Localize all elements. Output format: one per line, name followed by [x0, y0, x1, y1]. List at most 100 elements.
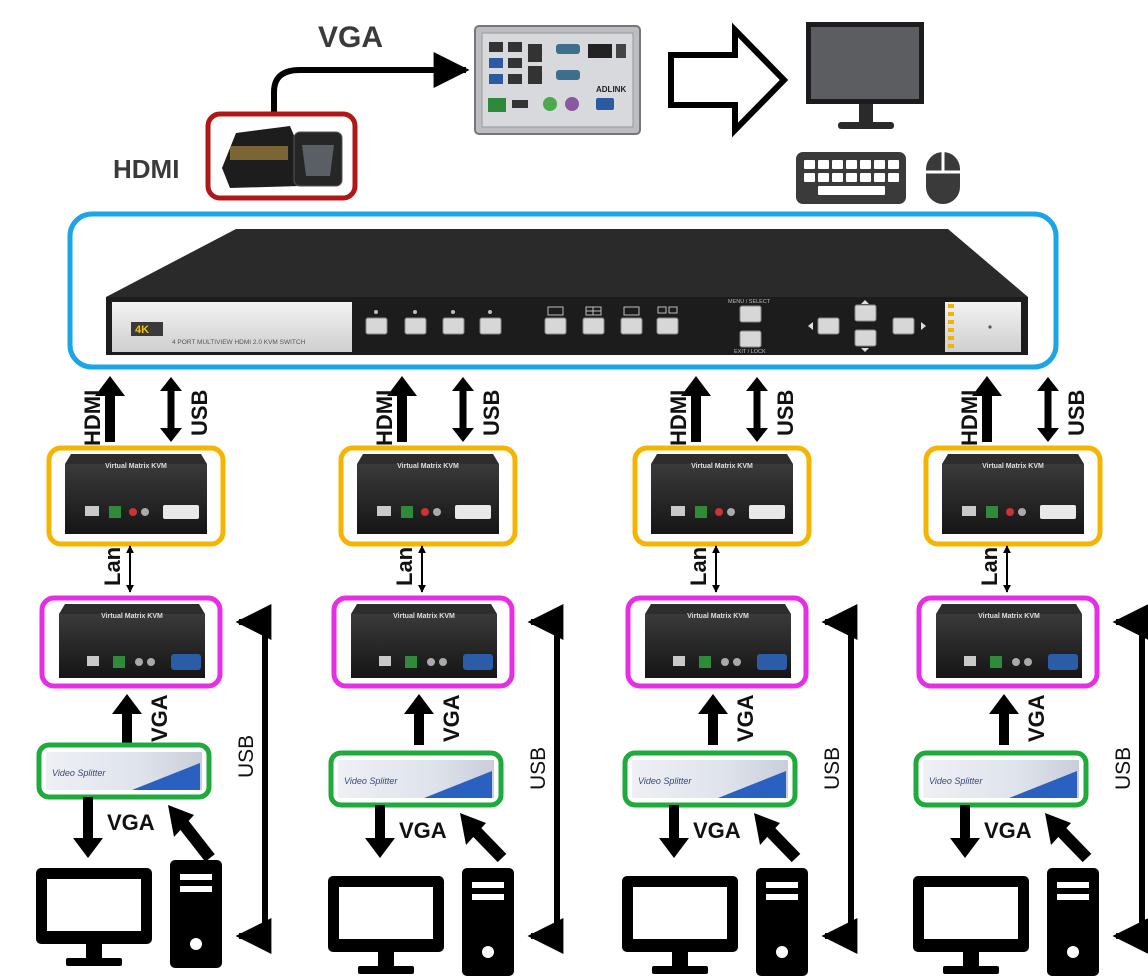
- usb-loop-arrow: [527, 604, 564, 954]
- device-body: [65, 464, 207, 534]
- top-hdmi-label: HDMI: [113, 154, 179, 184]
- drive-bay: [1057, 894, 1089, 900]
- monitor-neck: [86, 944, 102, 958]
- lan-label: Lan: [686, 547, 711, 586]
- industrial-pc: ADLINK: [474, 25, 641, 135]
- drive-bay: [472, 882, 504, 888]
- dvi-port: [163, 505, 199, 519]
- vga-cable-arrow: [271, 52, 470, 112]
- drive-bay: [472, 894, 504, 900]
- power-button: [190, 938, 202, 950]
- vga-down-arrow: [950, 805, 980, 858]
- kvm-model-text: 4 PORT MULTIVIEW HDMI 2.0 KVM SWITCH: [172, 339, 306, 346]
- hdmi-up-arrow: [387, 376, 417, 442]
- dvi-port: [1040, 505, 1076, 519]
- vga-down-label: VGA: [984, 818, 1032, 843]
- usb-loop-label: USB: [527, 747, 550, 790]
- device-top: [351, 604, 497, 614]
- splitter-stripes: [1009, 771, 1077, 798]
- receiver-title: Virtual Matrix KVM: [982, 463, 1044, 470]
- port-buttons: [365, 304, 915, 348]
- vga-down-arrow: [659, 805, 689, 858]
- output-outline-arrow: [668, 22, 789, 138]
- lan-label: Lan: [100, 547, 125, 586]
- monitor-neck: [672, 952, 688, 966]
- vga-up-arrow: [112, 694, 142, 745]
- transmitter-title: Virtual Matrix KVM: [393, 613, 455, 620]
- transmitter-frame: [39, 595, 223, 689]
- audio-port: [427, 658, 435, 666]
- transmitter-frame: [625, 595, 809, 689]
- pc-to-splitter-arrowhead: [460, 813, 486, 845]
- audio-port: [147, 658, 155, 666]
- usb-loop-label: USB: [1112, 747, 1135, 790]
- receiver-frame: [338, 445, 518, 547]
- monitor-base: [652, 966, 708, 974]
- audio-port: [721, 658, 729, 666]
- console-monitor: [806, 22, 924, 129]
- monitor-base: [66, 958, 122, 966]
- vga-down-arrow: [365, 805, 395, 858]
- vga-down-label: VGA: [399, 818, 447, 843]
- vga-port: [757, 654, 787, 670]
- receiver-title: Virtual Matrix KVM: [691, 463, 753, 470]
- hdmi-label: HDMI: [957, 390, 982, 446]
- usb-loop-label: USB: [235, 735, 258, 778]
- top-vga-label: VGA: [318, 21, 383, 54]
- splitter-frame: [36, 742, 212, 800]
- vga-up-label: VGA: [147, 694, 172, 742]
- splitter-stripes: [718, 771, 786, 798]
- splitter-stripes: [424, 771, 492, 798]
- audio-port: [135, 658, 143, 666]
- monitor-base: [943, 966, 999, 974]
- usb-port: [379, 656, 391, 666]
- audio-port: [715, 508, 723, 516]
- monitor-screen: [633, 887, 727, 939]
- audio-port: [141, 508, 149, 516]
- usb-loop-arrow: [821, 604, 858, 954]
- device-top: [65, 454, 207, 464]
- usb-loop-arrow: [1112, 604, 1148, 954]
- transmitter-title: Virtual Matrix KVM: [978, 613, 1040, 620]
- audio-port: [1012, 658, 1020, 666]
- power-button: [1067, 946, 1079, 958]
- hdmi-up-arrow: [95, 376, 125, 442]
- audio-port: [421, 508, 429, 516]
- drive-bay: [766, 882, 798, 888]
- device-top: [936, 604, 1082, 614]
- audio-port: [733, 658, 741, 666]
- usb-label: USB: [479, 390, 504, 436]
- audio-port: [727, 508, 735, 516]
- usb-port: [85, 506, 99, 516]
- hdmi-up-arrow: [972, 376, 1002, 442]
- monitor-screen: [924, 887, 1018, 939]
- audio-port: [129, 508, 137, 516]
- device-top: [645, 604, 791, 614]
- monitor-screen: [339, 887, 433, 939]
- pc-to-splitter-arrowhead: [168, 805, 194, 837]
- vga-down-arrow: [73, 797, 103, 858]
- vga-up-label: VGA: [439, 694, 464, 742]
- device-body: [651, 464, 793, 534]
- lan-port: [986, 506, 998, 518]
- usb-port: [671, 506, 685, 516]
- lan-port: [695, 506, 707, 518]
- lan-port: [990, 656, 1002, 668]
- lan-port: [109, 506, 121, 518]
- usb-port: [964, 656, 976, 666]
- monitor-base: [358, 966, 414, 974]
- drive-bay: [1057, 882, 1089, 888]
- pc-to-splitter-arrowhead: [754, 813, 780, 845]
- splitter-name: Video Splitter: [638, 776, 692, 786]
- receiver-frame: [46, 445, 226, 547]
- usb-label: USB: [773, 390, 798, 436]
- splitter-frame: [913, 750, 1089, 808]
- receiver-frame: [923, 445, 1103, 547]
- audio-port: [439, 658, 447, 666]
- kvm-4k-badge: [131, 322, 163, 336]
- vga-up-arrow: [698, 694, 728, 745]
- mouse-icon: [926, 152, 960, 204]
